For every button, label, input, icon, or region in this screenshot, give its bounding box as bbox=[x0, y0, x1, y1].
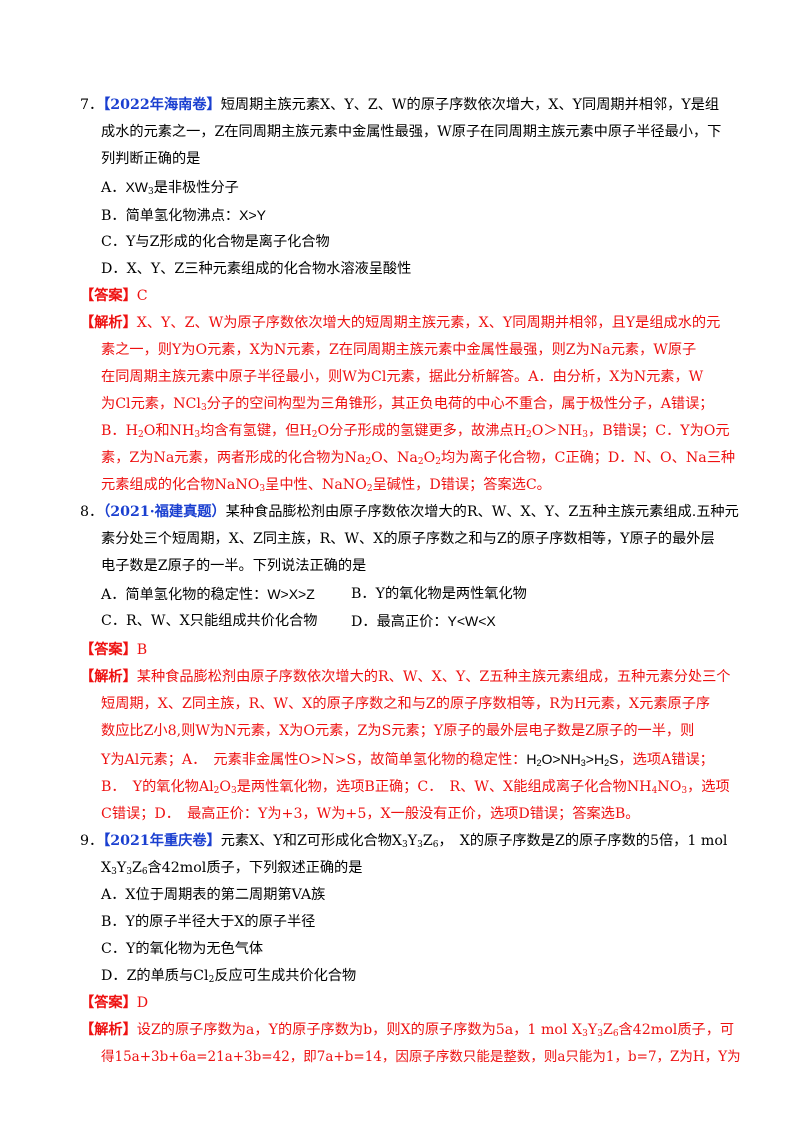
q8-option-d-formula: Y<W<X bbox=[447, 613, 496, 629]
q7-number: 7． bbox=[80, 97, 104, 113]
q8-answer-value: B bbox=[136, 642, 148, 658]
q9-answer-value: D bbox=[136, 995, 149, 1011]
q8-analysis-line-1: 【解析】某种食品膨松剂由原子序数依次增大的R、W、X、Y、Z五种主族元素组成，五… bbox=[80, 669, 731, 685]
q8-option-d: D．最高正价：Y<W<X bbox=[351, 613, 496, 630]
q8-answer: 【答案】B bbox=[80, 640, 147, 660]
answer-label: 【答案】 bbox=[80, 995, 137, 1011]
q7-analysis-line-7: 元素组成的化合物NaNO3呈中性、NaNO2呈碱性，D错误；答案选C。 bbox=[101, 477, 551, 494]
q7-stem-line-1: 7．【2022年海南卷】短周期主族元素X、Y、Z、W的原子序数依次增大，X、Y同… bbox=[80, 95, 719, 115]
q8-stability-formula: H2O>NH3>H2S bbox=[526, 751, 619, 768]
q8-source-tag: （2021·福建真题） bbox=[103, 504, 226, 520]
q9-number: 9． bbox=[80, 833, 104, 849]
q7-stem-text-1: 短周期主族元素X、Y、Z、W的原子序数依次增大，X、Y同周期并相邻，Y是组 bbox=[220, 97, 720, 113]
q8-analysis-line-2: 短周期，X、Z同主族，R、W、X的原子序数之和与Z的原子序数相等，R为H元素，X… bbox=[101, 696, 711, 712]
q9-stem-line-2: X3Y3Z6含42mol质子，下列叙述正确的是 bbox=[101, 860, 363, 877]
q9-option-a: A．X位于周期表的第二周期第VA族 bbox=[101, 887, 326, 903]
q8-number: 8． bbox=[80, 504, 104, 520]
q8-option-a-formula: W>X>Z bbox=[267, 586, 315, 602]
q9-analysis-line-1: 【解析】设Z的原子序数为a，Y的原子序数为b，则X的原子序数为5a，1 mol … bbox=[80, 1022, 735, 1039]
q7-answer: 【答案】C bbox=[80, 286, 148, 306]
q8-analysis-line-4: Y为Al元素；A． 元素非金属性O>N>S，故简单氢化物的稳定性：H2O>NH3… bbox=[101, 751, 714, 768]
q7-analysis-line-5: B．H2O和NH3均含有氢键，但H2O分子形成的氢键更多，故沸点H2O＞NH3，… bbox=[101, 423, 730, 440]
q7-analysis-line-1: 【解析】X、Y、Z、W为原子序数依次增大的短周期主族元素，X、Y同周期并相邻，且… bbox=[80, 315, 721, 331]
q7-option-a: A．XW3是非极性分子 bbox=[101, 179, 239, 197]
q9-analysis-line-2: 得15a+3b+6a=21a+3b=42，即7a+b=14，因原子序数只能是整数… bbox=[101, 1049, 741, 1065]
q7-stem-line-2: 成水的元素之一，Z在同周期主族元素中金属性最强，W原子在同周期主族元素中原子半径… bbox=[101, 124, 722, 140]
q7-analysis-line-6: 素，Z为Na元素，两者形成的化合物为Na2O、Na2O2均为离子化合物，C正确；… bbox=[101, 450, 736, 467]
q9-option-b: B．Y的原子半径大于X的原子半径 bbox=[101, 914, 316, 930]
q9-source-tag: 【2021年重庆卷】 bbox=[103, 833, 221, 849]
q7-option-d: D．X、Y、Z三种元素组成的化合物水溶液呈酸性 bbox=[101, 261, 412, 277]
q8-stem-line-1: 8．（2021·福建真题）某种食品膨松剂由原子序数依次增大的R、W、X、Y、Z五… bbox=[80, 504, 739, 520]
analysis-label: 【解析】 bbox=[80, 669, 137, 685]
q7-analysis-line-4: 为Cl元素，NCl3分子的空间构型为三角锥形，其正负电荷的中心不重合，属于极性分… bbox=[101, 396, 714, 413]
q9-option-c: C．Y的氧化物为无色气体 bbox=[101, 941, 264, 957]
q8-analysis-line-6: C错误；D． 最高正价：Y为+3，W为+5，X一般没有正价，选项D错误；答案选B… bbox=[101, 806, 640, 822]
q7-option-a-formula: XW bbox=[125, 179, 148, 195]
q9-stem-line-1: 9．【2021年重庆卷】元素X、Y和Z可形成化合物X3Y3Z6， X的原子序数是… bbox=[80, 833, 728, 850]
q8-stem-line-3: 电子数是Z原子的一半。下列说法正确的是 bbox=[101, 558, 367, 574]
q7-option-c: C．Y与Z形成的化合物是离子化合物 bbox=[101, 234, 330, 250]
q8-analysis-line-3: 数应比Z小8,则W为N元素，X为O元素，Z为S元素；Y原子的最外层电子数是Z原子… bbox=[101, 723, 695, 739]
q7-analysis-line-2: 素之一，则Y为O元素，X为N元素，Z在同周期主族元素中金属性最强，则Z为Na元素… bbox=[101, 342, 697, 358]
q8-option-c: C．R、W、X只能组成共价化合物 bbox=[101, 613, 318, 629]
q7-option-b-formula: X>Y bbox=[239, 207, 266, 223]
q8-analysis-line-5: B． Y的氧化物Al2O3是两性氧化物，选项B正确；C． R、W、X能组成离子化… bbox=[101, 779, 730, 796]
q7-stem-line-3: 列判断正确的是 bbox=[101, 151, 201, 167]
q7-answer-value: C bbox=[136, 288, 148, 304]
q7-analysis-line-3: 在同周期主族元素中原子半径最小，则W为Cl元素，据此分析解答。A．由分析，X为N… bbox=[101, 369, 704, 385]
answer-label: 【答案】 bbox=[80, 642, 137, 658]
q7-source-tag: 【2022年海南卷】 bbox=[103, 97, 221, 113]
analysis-label: 【解析】 bbox=[80, 1022, 137, 1038]
q8-option-a: A．简单氢化物的稳定性：W>X>Z bbox=[101, 586, 315, 603]
answer-label: 【答案】 bbox=[80, 288, 137, 304]
q8-option-b: B．Y的氧化物是两性氧化物 bbox=[351, 586, 527, 602]
q8-stem-line-2: 素分处三个短周期，X、Z同主族，R、W、X的原子序数之和与Z的原子序数相等，Y原… bbox=[101, 531, 715, 547]
q7-option-b: B．简单氢化物沸点：X>Y bbox=[101, 207, 266, 224]
analysis-label: 【解析】 bbox=[80, 315, 137, 331]
q9-answer: 【答案】D bbox=[80, 993, 148, 1013]
q9-option-d: D．Z的单质与Cl2反应可生成共价化合物 bbox=[101, 968, 357, 985]
